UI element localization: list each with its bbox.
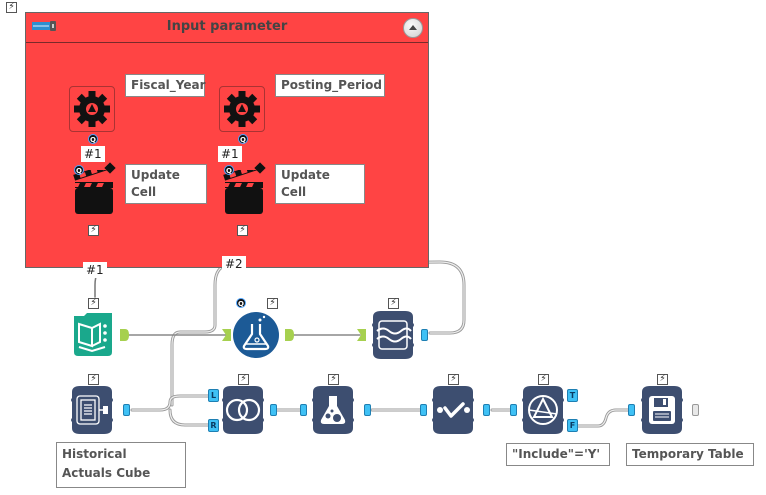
connection-label: #1 <box>218 146 242 162</box>
filter-true-anchor[interactable]: T <box>567 389 578 402</box>
output-anchor[interactable] <box>421 329 428 341</box>
wave-icon[interactable] <box>371 311 415 359</box>
question-badge-icon: Q <box>238 134 248 144</box>
tool-annotation[interactable]: Posting_Period <box>275 74 385 97</box>
tool-annotation[interactable]: Update Cell <box>275 164 365 204</box>
filter-false-anchor[interactable]: F <box>567 419 578 432</box>
output-anchor[interactable] <box>123 404 130 416</box>
lightning-bolt-icon: ⚡ <box>88 225 99 236</box>
lightning-bolt-icon: ⚡ <box>657 374 668 385</box>
connection-label: #2 <box>222 256 246 272</box>
formula-flask-icon[interactable] <box>311 386 355 434</box>
question-badge-icon: Q <box>236 298 246 308</box>
select-check-icon[interactable] <box>431 386 475 434</box>
input-anchor-green[interactable] <box>357 329 366 341</box>
input-anchor[interactable] <box>510 404 517 416</box>
lightning-bolt-icon: ⚡ <box>267 298 278 309</box>
output-anchor[interactable] <box>692 404 699 416</box>
connection-label: #1 <box>81 146 105 162</box>
lightning-bolt-icon: ⚡ <box>6 2 17 13</box>
control-parameter-gear-icon <box>74 91 110 127</box>
lightning-bolt-icon: ⚡ <box>538 374 549 385</box>
tool-annotation[interactable]: Fiscal_Year <box>125 74 206 97</box>
tool-annotation[interactable]: "Include"='Y' <box>506 443 610 466</box>
control-parameter-tool-fiscal-year[interactable] <box>69 86 115 132</box>
input-parameter-container[interactable]: Input parameter <box>25 12 429 268</box>
control-parameter-gear-icon <box>224 91 260 127</box>
output-floppy-icon[interactable] <box>640 386 684 434</box>
container-toggle-icon[interactable] <box>32 21 56 31</box>
formula-flask-icon[interactable] <box>233 312 279 358</box>
control-parameter-tool-posting-period[interactable] <box>219 86 265 132</box>
lightning-bolt-icon: ⚡ <box>328 374 339 385</box>
lightning-bolt-icon: ⚡ <box>88 298 99 309</box>
wire-hash2-formula <box>170 264 226 407</box>
input-anchor-green[interactable] <box>222 329 231 341</box>
lightning-bolt-icon: ⚡ <box>88 374 99 385</box>
output-anchor-green[interactable] <box>285 329 294 341</box>
output-anchor[interactable] <box>270 404 277 416</box>
question-badge-icon: Q <box>88 134 98 144</box>
join-circles-icon[interactable] <box>221 386 265 434</box>
text-input-book-icon[interactable] <box>70 312 116 358</box>
lightning-bolt-icon: ⚡ <box>388 298 399 309</box>
input-anchor[interactable] <box>420 404 427 416</box>
lightning-bolt-icon: ⚡ <box>238 374 249 385</box>
input-data-icon[interactable] <box>70 386 114 434</box>
input-anchor[interactable] <box>300 404 307 416</box>
tool-annotation[interactable]: Temporary Table <box>626 443 754 466</box>
output-anchor[interactable] <box>483 404 490 416</box>
wire-hist-join-L <box>130 394 211 412</box>
tool-annotation[interactable]: Update Cell <box>125 164 207 204</box>
wire-hist-join-R <box>168 408 211 427</box>
tool-annotation[interactable]: Historical Actuals Cube <box>56 442 186 488</box>
lightning-bolt-icon: ⚡ <box>237 225 248 236</box>
filter-triangle-icon[interactable] <box>521 386 565 434</box>
action-clapperboard-icon[interactable] <box>222 170 266 216</box>
output-anchor-green[interactable] <box>120 329 129 341</box>
wire-filter-output <box>576 408 630 428</box>
join-left-anchor[interactable]: L <box>208 389 219 402</box>
container-title: Input parameter <box>166 19 288 34</box>
input-anchor[interactable] <box>628 404 635 416</box>
question-badge-icon: Q <box>74 165 84 175</box>
join-right-anchor[interactable]: R <box>208 419 219 432</box>
container-header[interactable]: Input parameter <box>26 13 428 43</box>
output-anchor[interactable] <box>364 404 371 416</box>
lightning-bolt-icon: ⚡ <box>448 374 459 385</box>
collapse-up-icon[interactable] <box>403 18 423 38</box>
connection-label: #1 <box>83 262 107 278</box>
action-clapperboard-icon[interactable] <box>72 170 116 216</box>
question-badge-icon: Q <box>224 165 234 175</box>
